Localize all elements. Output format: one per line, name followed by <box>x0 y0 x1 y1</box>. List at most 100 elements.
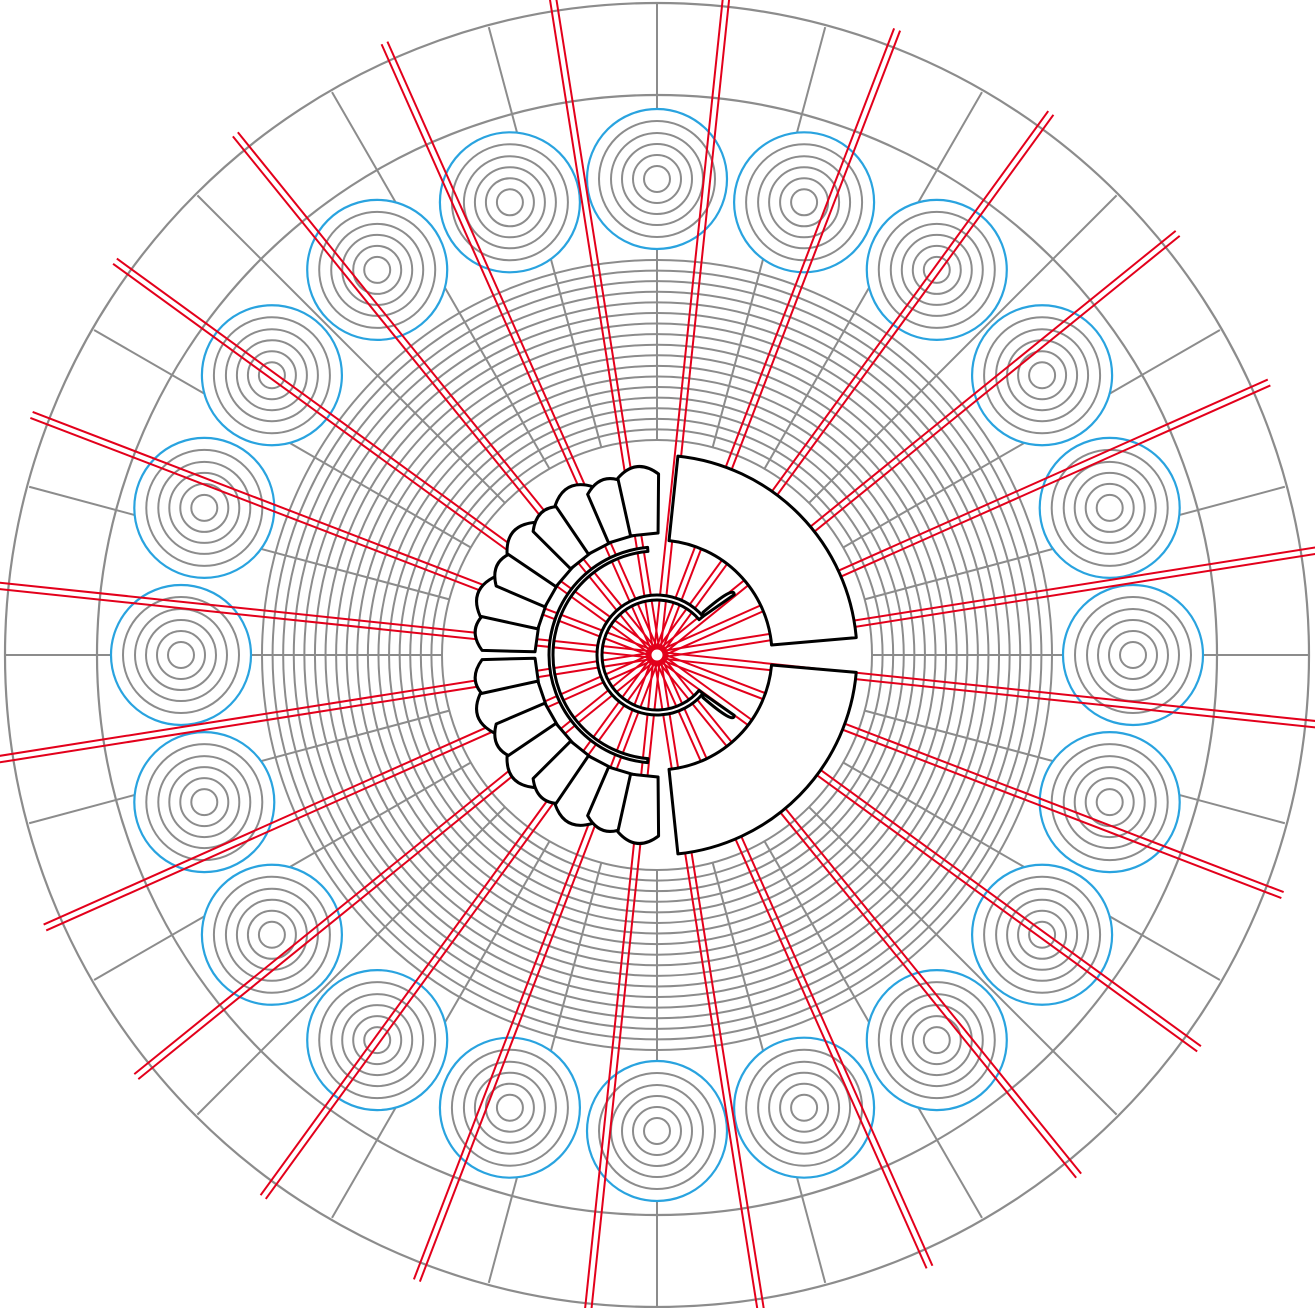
target-outline <box>133 730 276 874</box>
target-inner-circle <box>212 875 331 994</box>
wedge-bottom-right <box>667 663 858 856</box>
target-inner-circle <box>643 1117 671 1145</box>
fine-circle <box>356 354 958 956</box>
target-inner-circle <box>257 920 286 949</box>
ray-line <box>653 110 1050 654</box>
target-circle <box>865 968 1008 1112</box>
fine-circle <box>409 407 905 903</box>
target-inner-circle <box>768 166 841 239</box>
target-inner-circle <box>224 328 319 423</box>
radial-spoke <box>808 194 1118 504</box>
fine-circle <box>271 269 1043 1041</box>
target-circle <box>585 1059 729 1203</box>
ray-line <box>412 653 655 1280</box>
fine-circle <box>335 333 979 977</box>
fine-circle <box>282 280 1032 1030</box>
ray-line <box>652 655 759 1308</box>
target-outline <box>1038 730 1181 874</box>
ray-pair <box>412 653 661 1283</box>
target-outline <box>1038 436 1181 580</box>
target-circle <box>732 1036 876 1179</box>
target-inner-circle <box>1028 361 1057 390</box>
middle-arc <box>547 545 650 765</box>
fine-circle <box>377 375 937 935</box>
target-inner-circle <box>257 361 286 390</box>
target-inner-circle <box>1073 766 1146 839</box>
ray-line <box>659 653 934 1267</box>
target-circle <box>438 131 582 274</box>
ray-line <box>555 0 662 655</box>
target-inner-circle <box>1074 596 1192 714</box>
target-inner-circle <box>190 788 219 817</box>
petal-fan-top <box>473 465 661 654</box>
petal <box>475 679 549 735</box>
target-inner-circle <box>900 233 973 306</box>
fine-circle <box>303 301 1011 1009</box>
ray-line <box>386 41 661 655</box>
target-outline <box>585 107 729 251</box>
target-outline <box>732 131 876 274</box>
target-inner-circle <box>157 460 252 555</box>
target-inner-circle <box>621 1095 693 1167</box>
ray-pair <box>29 410 659 659</box>
ray-pair <box>232 131 661 658</box>
ray-line <box>29 416 657 659</box>
ray-line <box>380 43 655 657</box>
target-circle <box>732 131 876 274</box>
ray-line <box>654 656 1198 1053</box>
ray-pair <box>0 650 658 764</box>
ray-pair <box>43 651 659 932</box>
ray-line <box>657 384 1271 659</box>
target-circle <box>200 863 344 1006</box>
target-inner-circle <box>1073 471 1146 544</box>
target-outline <box>200 304 344 447</box>
fine-circle <box>345 343 969 967</box>
target-inner-circle <box>911 1015 962 1066</box>
target-inner-circle <box>352 244 403 295</box>
target-inner-circle <box>167 641 195 669</box>
target-inner-circle <box>190 493 219 522</box>
target-circle <box>306 198 449 342</box>
ray-line <box>658 651 1202 1048</box>
ray-line <box>659 0 731 656</box>
fine-circle <box>419 417 895 893</box>
ray-line <box>259 652 656 1196</box>
target-inner-circle <box>168 766 241 839</box>
ray-line <box>32 410 659 653</box>
target-outline <box>438 131 582 274</box>
target-circle <box>970 304 1114 447</box>
target-outline <box>865 198 1008 342</box>
ray-line <box>237 131 661 654</box>
target-inner-circle <box>1028 920 1057 949</box>
petal <box>616 465 661 538</box>
ray-line <box>0 581 658 653</box>
ray-pair <box>259 652 661 1200</box>
ray-line <box>658 652 1082 1175</box>
target-inner-circle <box>168 471 241 544</box>
target-inner-circle <box>246 909 297 960</box>
target-outline <box>585 1059 729 1203</box>
fine-circle <box>313 311 1001 999</box>
target-inner-circle <box>246 350 297 401</box>
target-outline <box>306 198 449 342</box>
petal <box>553 754 615 827</box>
target-inner-circle <box>643 165 671 193</box>
ray-line <box>657 651 1285 894</box>
target-inner-circle <box>768 1071 841 1144</box>
target-inner-circle <box>877 981 996 1100</box>
target-outline <box>970 863 1114 1006</box>
ray-pair <box>584 654 662 1308</box>
ray-line <box>232 135 656 658</box>
target-inner-circle <box>1095 493 1124 522</box>
petal-fan-bottom <box>473 656 661 845</box>
ray-pair <box>549 0 662 656</box>
crescent-tip-top <box>701 590 736 618</box>
ray-line <box>264 656 661 1200</box>
target-outline <box>438 1036 582 1179</box>
fine-circle <box>261 259 1053 1051</box>
target-inner-circle <box>318 981 437 1100</box>
fine-circle <box>324 322 990 988</box>
